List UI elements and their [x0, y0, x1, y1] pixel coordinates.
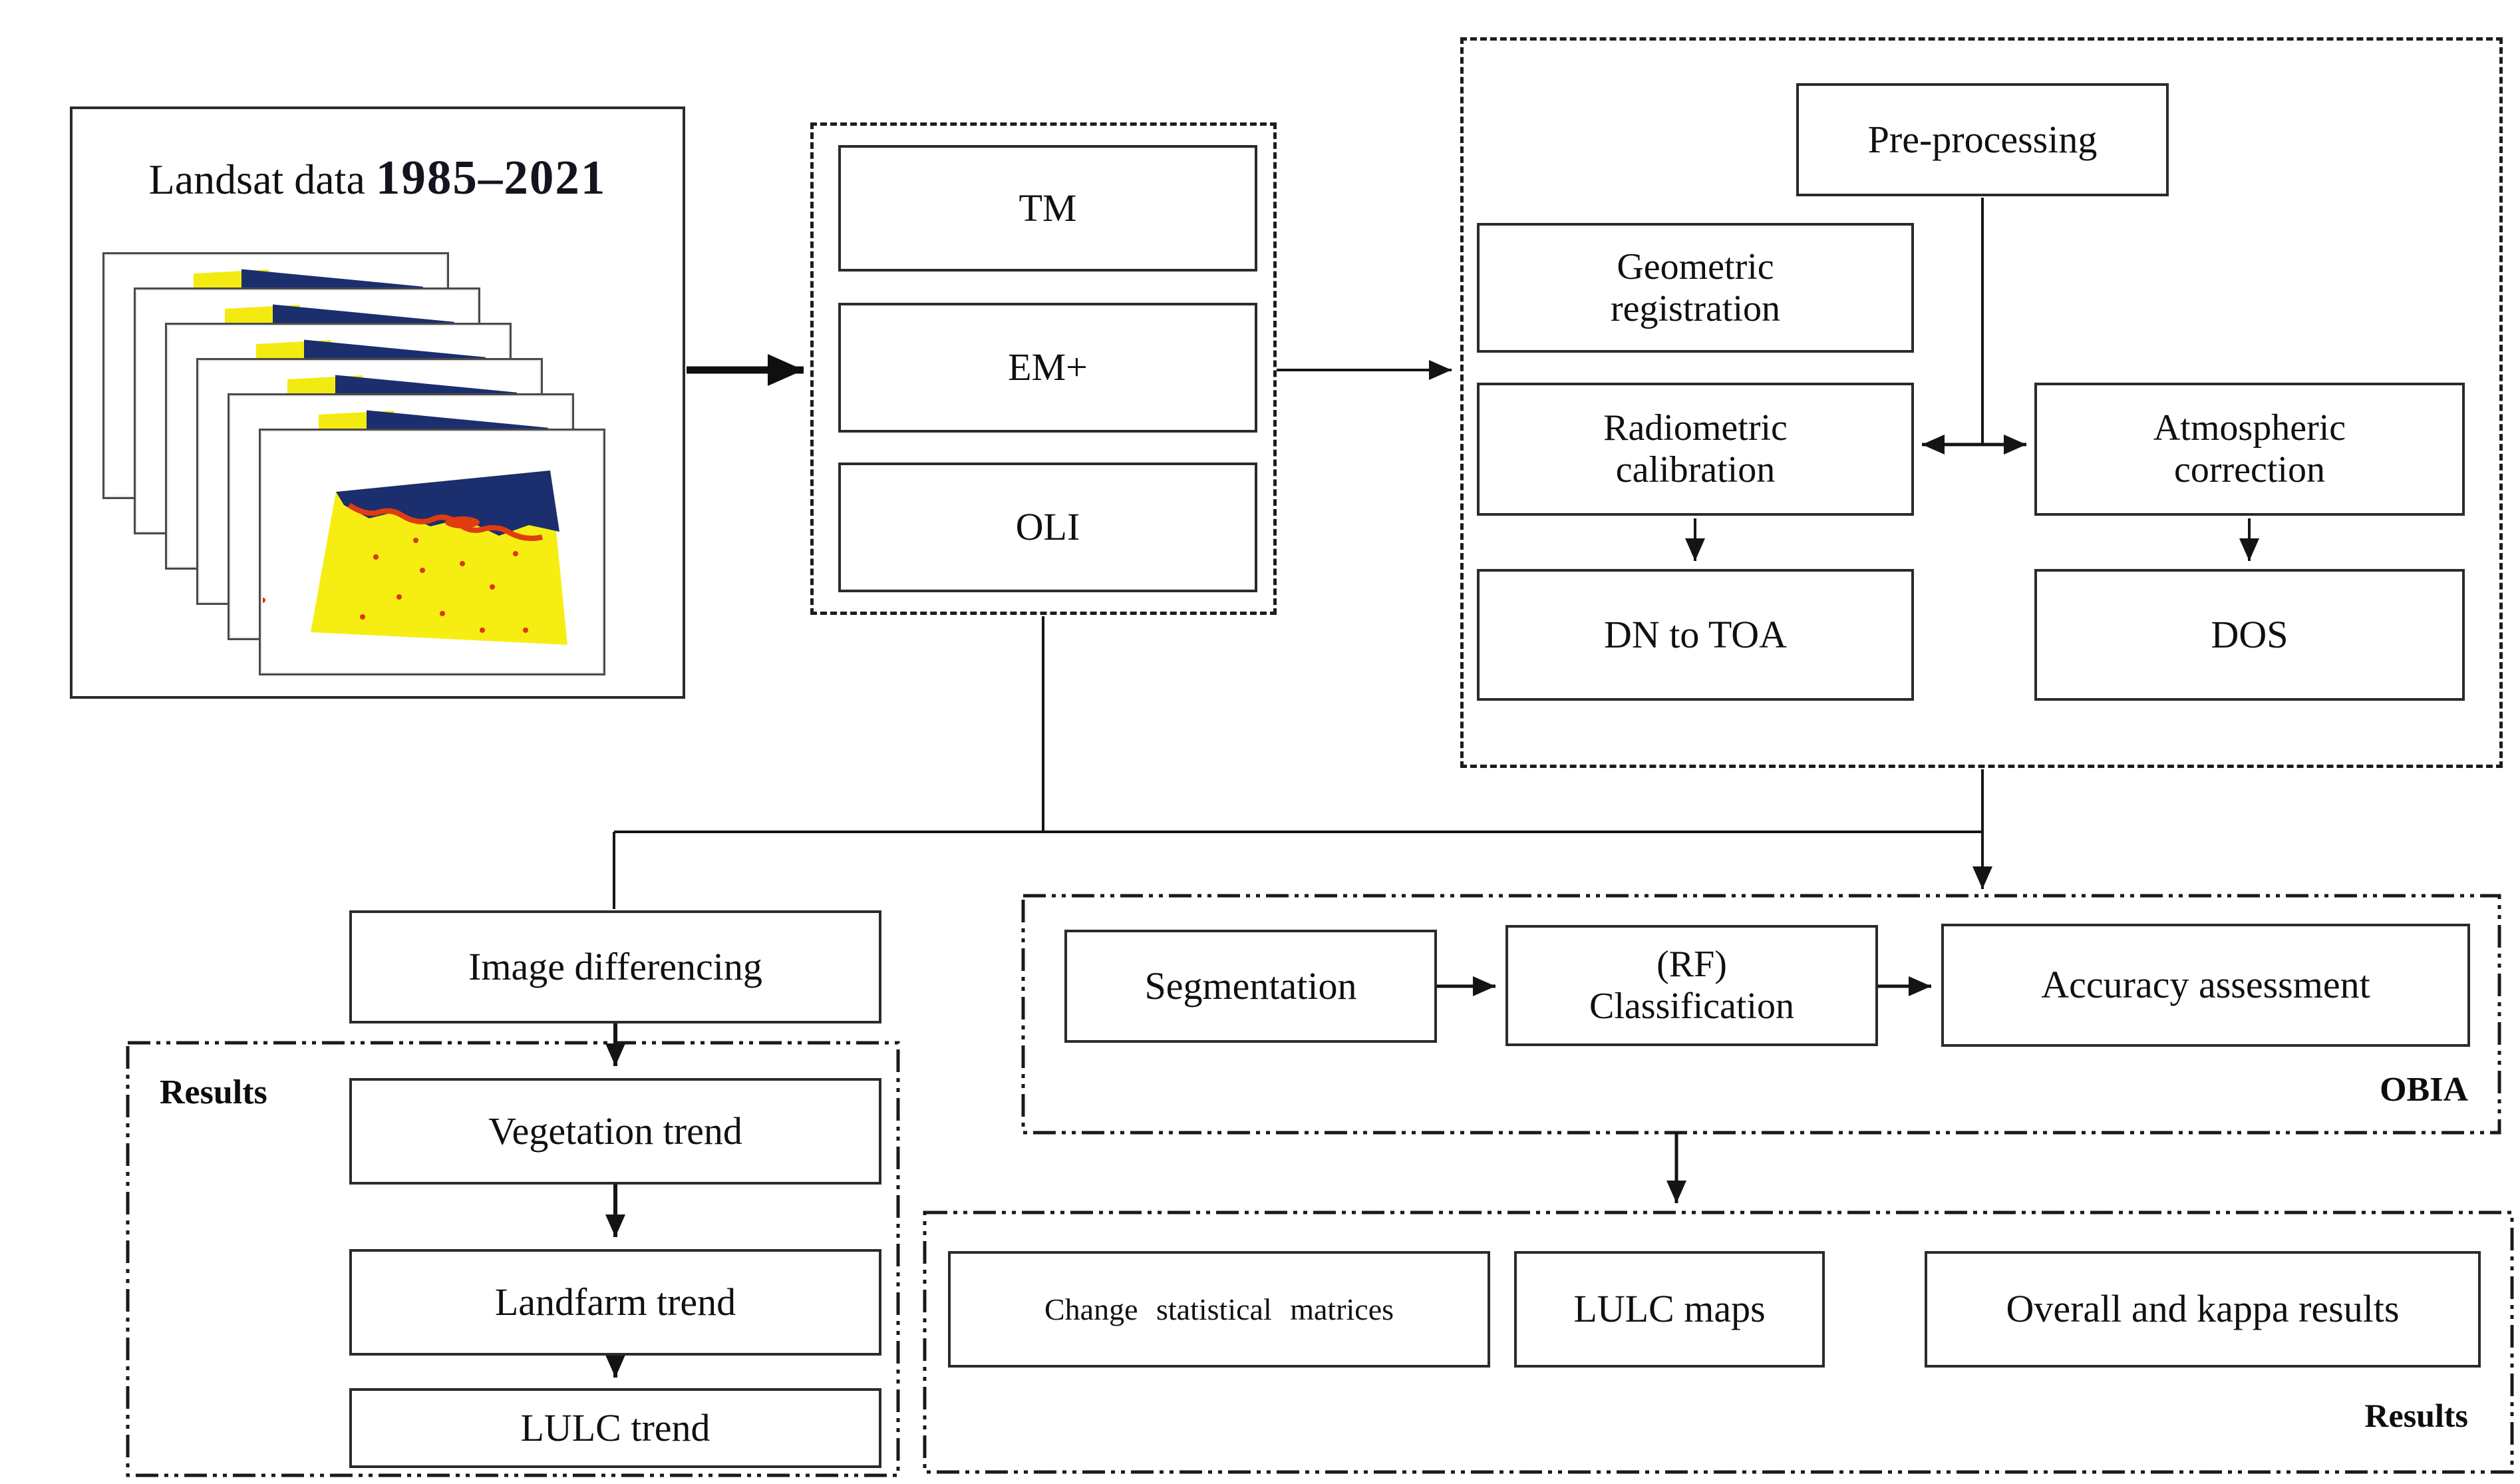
lulc-maps-label: LULC maps [1573, 1287, 1766, 1331]
lulc-trend-label: LULC trend [520, 1405, 710, 1449]
accuracy-assessment-box: Accuracy assessment [1941, 924, 2470, 1047]
sensor-tm-label: TM [1019, 186, 1077, 230]
landsat-data-box: Landsat data 1985–2021 [70, 106, 685, 699]
obia-label: OBIA [2380, 1071, 2468, 1109]
image-differencing-label: Image differencing [468, 944, 762, 988]
atmospheric-line2: correction [2174, 449, 2325, 490]
geometric-line2: registration [1610, 287, 1781, 329]
sensors-group [810, 122, 1277, 615]
segmentation-label: Segmentation [1144, 964, 1357, 1008]
preprocessing-title-label: Pre-processing [1867, 117, 2098, 161]
dn-to-toa-box: DN to TOA [1477, 569, 1914, 701]
satellite-image [260, 470, 567, 645]
rf-line2: Classification [1589, 986, 1794, 1027]
accuracy-assessment-label: Accuracy assessment [2041, 963, 2370, 1007]
sensor-em-label: EM+ [1008, 345, 1088, 389]
overall-kappa-results-box: Overall and kappa results [1925, 1251, 2481, 1368]
geometric-line1: Geometric [1617, 246, 1774, 287]
lulc-maps-box: LULC maps [1514, 1251, 1825, 1368]
landsat-frame-front [259, 429, 605, 675]
landsat-title: Landsat data 1985–2021 [73, 150, 683, 205]
geometric-registration-box: Geometric registration [1477, 223, 1914, 353]
atmospheric-correction-box: Atmospheric correction [2034, 383, 2465, 516]
segmentation-box: Segmentation [1064, 930, 1437, 1043]
preprocessing-title-box: Pre-processing [1796, 83, 2169, 196]
sensor-tm-box: TM [838, 145, 1257, 272]
sensor-oli-label: OLI [1015, 505, 1080, 549]
overall-kappa-results-label: Overall and kappa results [2006, 1287, 2400, 1331]
radiometric-line2: calibration [1615, 449, 1776, 490]
image-differencing-box: Image differencing [349, 910, 881, 1023]
atmospheric-line1: Atmospheric [2153, 407, 2346, 449]
radiometric-line1: Radiometric [1603, 407, 1788, 449]
results-bottom-label: Results [2364, 1397, 2468, 1434]
dn-to-toa-label: DN to TOA [1604, 612, 1787, 656]
dos-label: DOS [2211, 612, 2288, 656]
landsat-title-prefix: Landsat data [148, 156, 376, 203]
preprocessing-group [1460, 37, 2503, 768]
vegetation-trend-box: Vegetation trend [349, 1078, 881, 1185]
vegetation-trend-label: Vegetation trend [488, 1109, 742, 1153]
rf-classification-box: (RF) Classification [1505, 925, 1878, 1046]
sensor-oli-box: OLI [838, 463, 1257, 592]
change-statistical-matrices-box: Change statistical matrices [948, 1251, 1490, 1368]
rf-line1: (RF) [1656, 944, 1727, 986]
change-statistical-matrices-label: Change statistical matrices [1044, 1292, 1394, 1326]
radiometric-calibration-box: Radiometric calibration [1477, 383, 1914, 516]
dos-box: DOS [2034, 569, 2465, 701]
sensor-em-box: EM+ [838, 303, 1257, 433]
landfarm-trend-box: Landfarm trend [349, 1249, 881, 1356]
landsat-title-years: 1985–2021 [375, 150, 607, 204]
results-left-label: Results [160, 1073, 267, 1111]
landfarm-trend-label: Landfarm trend [494, 1280, 736, 1324]
lulc-trend-box: LULC trend [349, 1388, 881, 1468]
